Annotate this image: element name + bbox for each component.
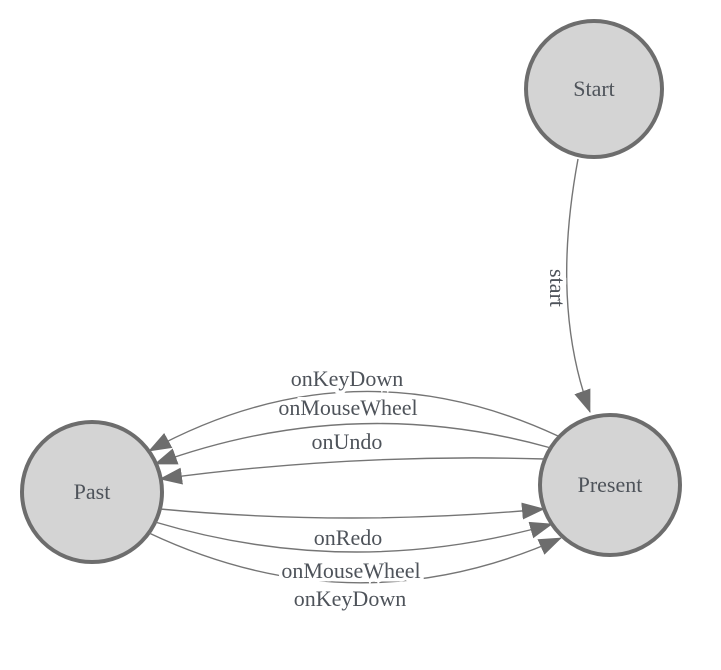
edge-path-onmousewheel-upper[interactable] bbox=[154, 422, 552, 465]
edge-start-to-present[interactable] bbox=[565, 158, 591, 413]
edge-present-to-past-onkeydown[interactable] bbox=[148, 390, 559, 452]
edge-label-onmousewheel-upper: onMouseWheel bbox=[278, 395, 417, 420]
edge-path-onkeydown-upper[interactable] bbox=[148, 390, 559, 452]
edge-present-to-past-onundo[interactable] bbox=[159, 457, 546, 485]
node-past-circle[interactable] bbox=[20, 420, 164, 564]
node-start-circle[interactable] bbox=[524, 19, 664, 159]
edge-past-to-present-onredo[interactable] bbox=[159, 502, 545, 520]
node-past-label: Past bbox=[74, 479, 111, 504]
node-past[interactable]: Past bbox=[20, 420, 164, 564]
node-present[interactable]: Present bbox=[538, 413, 682, 557]
edge-label-onmousewheel-lower: onMouseWheel bbox=[281, 558, 420, 583]
node-present-label: Present bbox=[578, 472, 643, 497]
edge-label-onkeydown-lower: onKeyDown bbox=[294, 586, 406, 611]
node-start-label: Start bbox=[573, 76, 615, 101]
edge-past-to-present-onmousewheel[interactable] bbox=[154, 521, 553, 553]
edge-past-to-present-onkeydown[interactable] bbox=[148, 532, 562, 584]
edge-path-onredo[interactable] bbox=[159, 502, 545, 520]
edge-label-onundo: onUndo bbox=[312, 429, 383, 454]
edge-path-onmousewheel-lower[interactable] bbox=[154, 521, 553, 553]
edge-path-onkeydown-lower[interactable] bbox=[148, 532, 562, 584]
edge-label-onkeydown-upper: onKeyDown bbox=[291, 366, 403, 391]
node-start[interactable]: Start bbox=[524, 19, 664, 159]
edge-present-to-past-onmousewheel[interactable] bbox=[154, 422, 552, 465]
edge-path-onundo[interactable] bbox=[159, 457, 546, 485]
node-present-circle[interactable] bbox=[538, 413, 682, 557]
edge-label-onredo: onRedo bbox=[314, 525, 382, 550]
edge-label-start: start bbox=[545, 269, 570, 307]
edge-path-start[interactable] bbox=[565, 158, 591, 413]
